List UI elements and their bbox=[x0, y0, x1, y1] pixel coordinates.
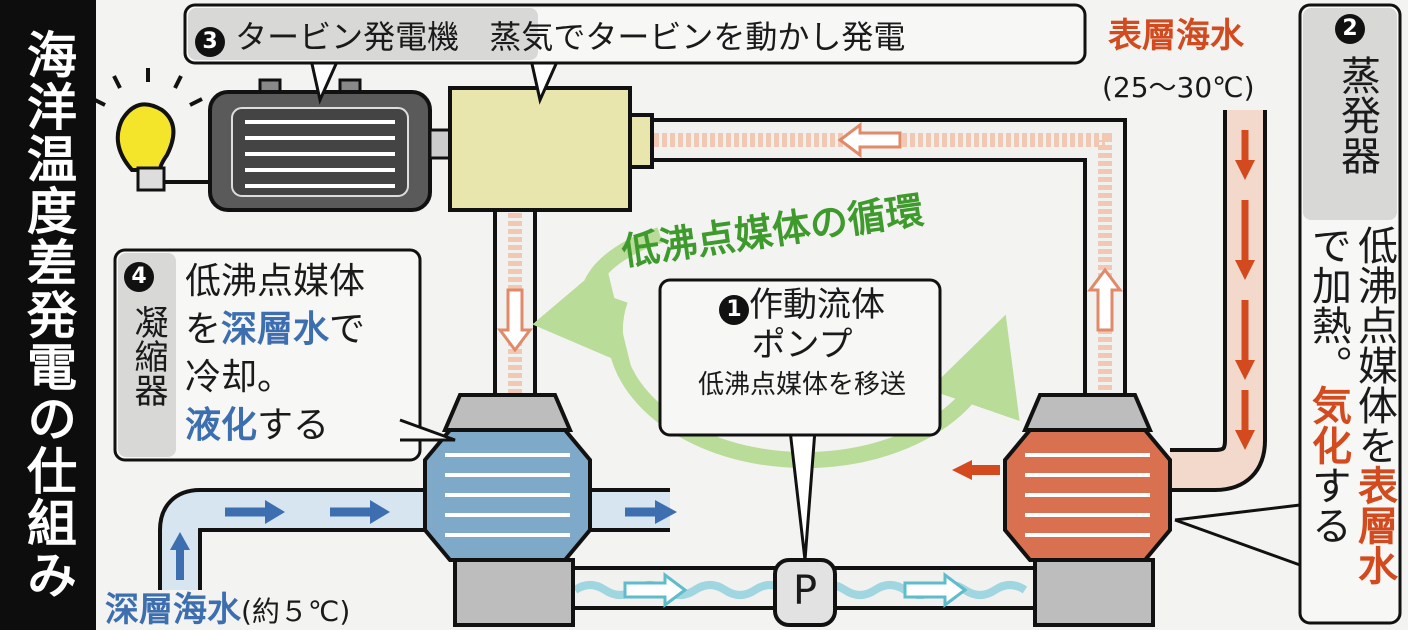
light-bulb-icon bbox=[92, 68, 203, 192]
number-badge-1: 1 bbox=[719, 295, 749, 325]
diagram-title: 海洋温度差発電の仕組み bbox=[0, 0, 96, 630]
number-badge-4: 4 bbox=[124, 262, 154, 292]
evaporator-name: 蒸発器 bbox=[1334, 55, 1380, 175]
deep-water-pipe bbox=[158, 488, 677, 590]
condenser-callout-box bbox=[113, 248, 422, 462]
surface-water-pipe bbox=[952, 110, 1267, 492]
evaporator-desc: 低沸点媒体を表層水で加熱。気化する bbox=[1305, 225, 1397, 585]
pump-symbol-label: P bbox=[792, 568, 818, 614]
turbine-desc: 蒸気でタービンを動かし発電 bbox=[489, 18, 906, 56]
turbine-label: 3 タービン発電機 蒸気でタービンを動かし発電 bbox=[195, 12, 905, 58]
cycle-arrow bbox=[532, 227, 1020, 469]
condenser-desc: 低沸点媒体 を深層水で 冷却。 液化する bbox=[185, 261, 366, 446]
pump-symbol bbox=[773, 429, 837, 627]
number-badge-2: 2 bbox=[1335, 14, 1365, 44]
evaporator-unit bbox=[1003, 393, 1172, 627]
turbine-generator bbox=[200, 54, 654, 212]
surface-water-temp: (25〜30℃) bbox=[1102, 71, 1255, 104]
surface-water-label: 表層海水 bbox=[1108, 16, 1244, 56]
turbine-name: タービン発電機 bbox=[235, 18, 460, 56]
number-badge-3: 3 bbox=[195, 27, 225, 57]
deep-water-label: 深層海水(約５℃) bbox=[105, 590, 351, 630]
flow-arrows bbox=[497, 122, 1123, 608]
condenser-unit bbox=[423, 393, 592, 627]
condenser-name: 凝縮器 bbox=[128, 305, 168, 407]
